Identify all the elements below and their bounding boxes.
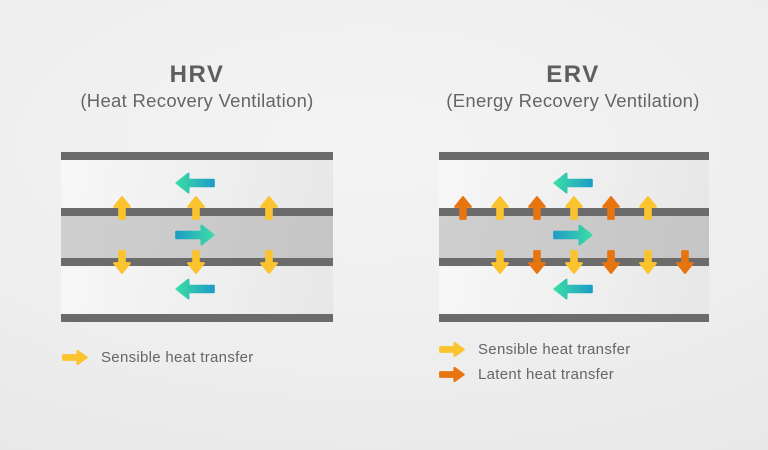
panel-subtitle: (Heat Recovery Ventilation): [80, 90, 314, 111]
legend: Sensible heat transfer: [62, 345, 254, 370]
airflow-right-arrow-icon: [553, 224, 593, 246]
panel-title: ERV: [546, 61, 600, 88]
panel-hrv: HRV (Heat Recovery Ventilation) Sensible…: [25, 0, 369, 450]
duct-wall-top: [439, 152, 709, 160]
airflow-left-arrow-icon: [175, 278, 215, 300]
sensible-heat-down-arrow-icon: [186, 250, 205, 274]
latent-heat-up-arrow-icon: [528, 196, 546, 220]
sensible-heat-down-arrow-icon: [113, 250, 131, 274]
legend-label: Sensible heat transfer: [478, 340, 631, 358]
sensible-heat-down-arrow-icon: [639, 250, 657, 274]
legend-item-latent: Latent heat transfer: [439, 362, 631, 386]
sensible-heat-down-arrow-icon: [260, 250, 278, 274]
sensible-heat-up-arrow-icon: [491, 196, 509, 220]
legend-item-sensible: Sensible heat transfer: [439, 337, 631, 361]
sensible-heat-up-arrow-icon: [186, 196, 205, 220]
legend-item-sensible: Sensible heat transfer: [62, 345, 254, 369]
airflow-left-arrow-icon: [553, 172, 593, 194]
sensible-heat-up-arrow-icon: [113, 196, 131, 220]
airflow-left-arrow-icon: [553, 278, 593, 300]
latent-heat-down-arrow-icon: [602, 250, 620, 274]
latent-heat-down-arrow-icon: [676, 250, 694, 274]
sensible-heat-down-arrow-icon: [565, 250, 583, 274]
latent-heat-down-arrow-icon: [528, 250, 546, 274]
duct-wall-bottom: [439, 314, 709, 322]
heat-exchanger-diagram: [61, 152, 333, 322]
panel-subtitle: (Energy Recovery Ventilation): [446, 90, 700, 111]
airflow-right-arrow-icon: [175, 224, 215, 246]
panel-title: HRV: [169, 61, 225, 88]
sensible-arrow-icon: [62, 349, 88, 365]
latent-heat-up-arrow-icon: [454, 196, 472, 220]
latent-heat-up-arrow-icon: [602, 196, 620, 220]
duct-wall-top: [61, 152, 333, 160]
panel-erv: ERV (Energy Recovery Ventilation) Sensib: [403, 0, 743, 450]
energy-exchanger-diagram: [439, 152, 709, 322]
airflow-left-arrow-icon: [175, 172, 215, 194]
duct-wall-bottom: [61, 314, 333, 322]
sensible-arrow-icon: [439, 341, 465, 357]
latent-arrow-icon: [439, 366, 465, 382]
sensible-heat-up-arrow-icon: [565, 196, 583, 220]
sensible-heat-up-arrow-icon: [260, 196, 278, 220]
legend-label: Sensible heat transfer: [101, 348, 254, 366]
sensible-heat-up-arrow-icon: [639, 196, 657, 220]
sensible-heat-down-arrow-icon: [491, 250, 509, 274]
legend: Sensible heat transfer Latent heat trans…: [439, 337, 631, 387]
legend-label: Latent heat transfer: [478, 365, 615, 383]
